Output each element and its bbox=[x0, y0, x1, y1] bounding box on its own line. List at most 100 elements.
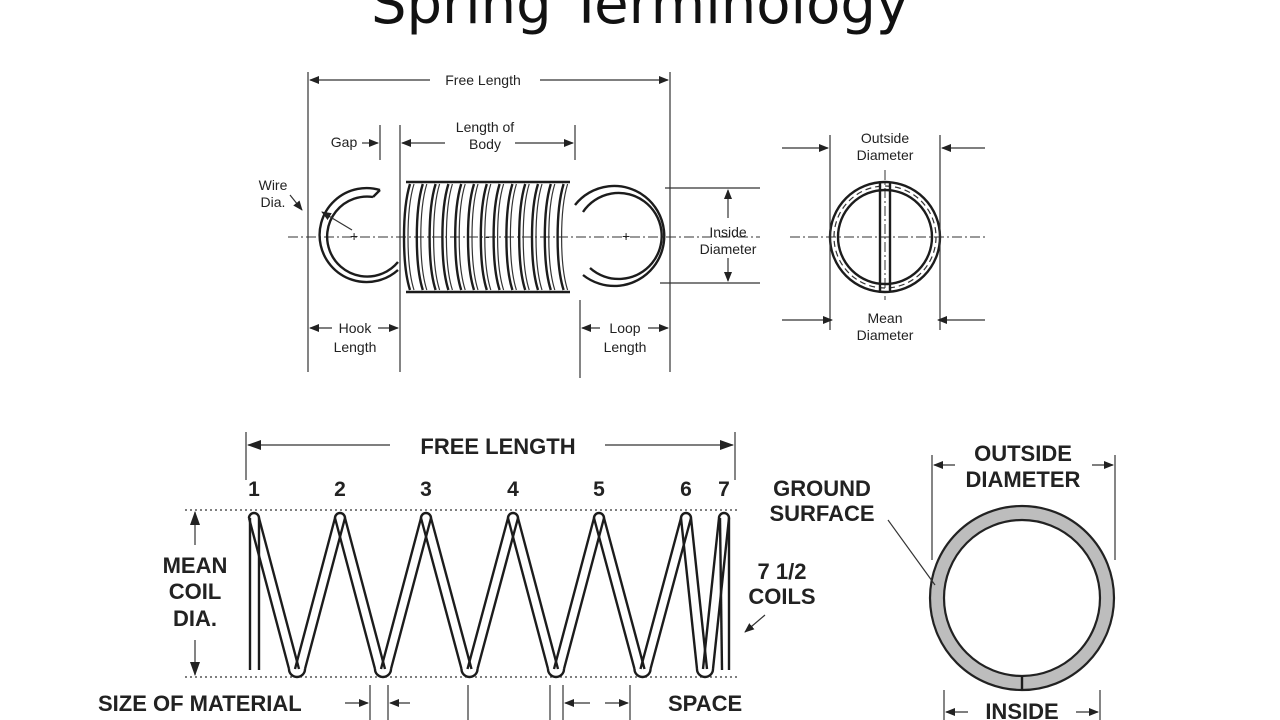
coil-number-2: 2 bbox=[334, 478, 346, 501]
coil-strand bbox=[689, 517, 709, 670]
ext-wire-dia-label-1: Wire bbox=[259, 177, 288, 193]
ground-surface-label-2: SURFACE bbox=[769, 501, 874, 526]
coil-strand bbox=[257, 517, 301, 670]
mean-coil-dia-label-3: DIA. bbox=[173, 606, 217, 631]
coil-strand bbox=[516, 517, 560, 670]
coil-number-3: 3 bbox=[420, 478, 432, 501]
coil-bottom bbox=[460, 668, 479, 679]
extension-coil bbox=[441, 183, 450, 291]
ext-gap-label: Gap bbox=[331, 134, 358, 150]
coil-bottom bbox=[546, 668, 566, 679]
coil-top bbox=[419, 511, 433, 519]
ext-hook-length-label-1: Hook bbox=[339, 320, 373, 336]
extension-coil bbox=[556, 183, 565, 291]
coil-strand bbox=[679, 517, 699, 670]
end-view-outside-diameter-label-2: Diameter bbox=[857, 147, 914, 163]
coil-strand bbox=[429, 517, 473, 670]
extension-coil-edge bbox=[445, 183, 453, 291]
extension-coil-edge bbox=[420, 183, 428, 291]
extension-coil bbox=[466, 183, 476, 291]
coil-bottom bbox=[287, 668, 307, 679]
coil-bottom bbox=[373, 668, 393, 679]
comp-inside-label: INSIDE bbox=[985, 699, 1058, 720]
coil-strand bbox=[293, 517, 337, 670]
svg-text:+: + bbox=[350, 228, 358, 244]
extension-coil bbox=[415, 183, 424, 291]
coil-strand bbox=[506, 517, 550, 670]
coil-strand bbox=[466, 517, 510, 670]
coil-top bbox=[679, 511, 693, 519]
coil-strand bbox=[343, 517, 387, 670]
coil-number-1: 1 bbox=[248, 478, 260, 501]
end-view-mean-diameter-label-1: Mean bbox=[867, 310, 902, 326]
ext-free-length-label: Free Length bbox=[445, 72, 521, 88]
extension-coil-edge bbox=[458, 183, 466, 291]
extension-coil bbox=[505, 183, 514, 291]
comp-free-length-label: FREE LENGTH bbox=[420, 434, 575, 459]
extension-coil-edge bbox=[535, 183, 543, 291]
extension-coil-edge bbox=[433, 183, 441, 291]
compression-dimensions bbox=[185, 432, 766, 720]
ext-inside-diameter-label-1: Inside bbox=[709, 224, 747, 240]
coil-strand bbox=[602, 517, 646, 670]
ext-loop-length-label-1: Loop bbox=[609, 320, 640, 336]
mean-coil-dia-label-1: MEAN bbox=[163, 553, 228, 578]
end-view-outside-diameter-label-1: Outside bbox=[861, 130, 909, 146]
extension-coil-edge bbox=[509, 183, 517, 291]
ext-inside-diameter-label-2: Diameter bbox=[700, 241, 757, 257]
coil-strand bbox=[389, 517, 433, 670]
ext-hook-length-label-2: Length bbox=[334, 339, 377, 355]
extension-spring-drawing: + - + bbox=[288, 180, 760, 294]
coil-strand bbox=[639, 517, 683, 670]
extension-coil-edge bbox=[407, 183, 415, 291]
coil-strand bbox=[476, 517, 520, 670]
end-view-mean-diameter-label-2: Diameter bbox=[857, 327, 914, 343]
extension-coil bbox=[543, 183, 552, 291]
coil-top bbox=[717, 511, 731, 519]
coils-count-label-2: COILS bbox=[748, 584, 815, 609]
ext-loop-length-label-2: Length bbox=[604, 339, 647, 355]
extension-coil bbox=[402, 183, 412, 291]
coil-strand bbox=[592, 517, 636, 670]
ground-surface-label-1: GROUND bbox=[773, 476, 871, 501]
extension-coil-edge bbox=[561, 183, 569, 291]
coils-count-label-1: 7 1/2 bbox=[758, 559, 807, 584]
extension-coil bbox=[530, 183, 540, 291]
compression-end-view bbox=[887, 455, 1116, 720]
slide-title: Spring Terminology bbox=[370, 0, 910, 37]
extension-coil-edge bbox=[548, 183, 556, 291]
space-label: SPACE bbox=[668, 691, 742, 716]
coil-top bbox=[506, 511, 520, 519]
ext-wire-dia-label-2: Dia. bbox=[261, 194, 286, 210]
coil-number-6: 6 bbox=[680, 478, 692, 501]
comp-outside-diameter-label-2: DIAMETER bbox=[966, 467, 1081, 492]
svg-text:+: + bbox=[622, 228, 630, 244]
coil-strand bbox=[419, 517, 463, 670]
extension-body-coils bbox=[402, 183, 569, 291]
coil-end-strand bbox=[718, 517, 724, 671]
coil-number-7: 7 bbox=[718, 478, 730, 501]
coil-strand bbox=[247, 517, 291, 670]
mean-coil-dia-label-2: COIL bbox=[169, 579, 222, 604]
extension-coil-edge bbox=[522, 183, 530, 291]
extension-coil-edge bbox=[497, 183, 505, 291]
extension-coil bbox=[518, 183, 527, 291]
coil-strand bbox=[379, 517, 423, 670]
coil-strand bbox=[649, 517, 693, 670]
coil-strand bbox=[333, 517, 377, 670]
coil-top bbox=[592, 511, 606, 519]
ext-length-of-body-label-1: Length of bbox=[456, 119, 514, 135]
coil-strand bbox=[303, 517, 347, 670]
extension-coil bbox=[492, 183, 501, 291]
extension-coil bbox=[454, 183, 463, 291]
extension-coil-edge bbox=[484, 183, 492, 291]
coil-bottom bbox=[633, 668, 652, 679]
comp-outside-diameter-label-1: OUTSIDE bbox=[974, 441, 1072, 466]
coil-strand bbox=[552, 517, 596, 670]
coil-number-4: 4 bbox=[507, 478, 519, 501]
coil-bottom bbox=[695, 668, 715, 679]
extension-dimensions bbox=[289, 72, 760, 378]
extension-coil bbox=[479, 183, 488, 291]
